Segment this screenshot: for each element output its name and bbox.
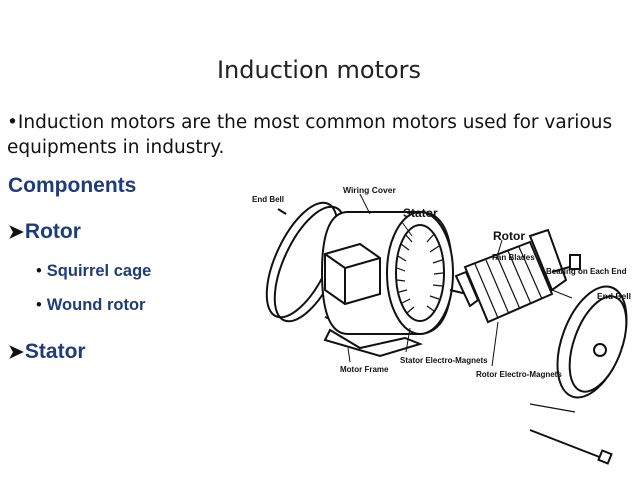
rotor-subitem: •Wound rotor bbox=[36, 296, 145, 315]
arrow-bullet-icon: ➤ bbox=[8, 222, 24, 243]
rotor-label: Rotor bbox=[24, 220, 81, 243]
intro-paragraph: •Induction motors are the most common mo… bbox=[7, 112, 613, 158]
wound-rotor-label: Wound rotor bbox=[46, 296, 146, 314]
bullet-icon: • bbox=[36, 262, 42, 280]
rotor-diagram-label: Rotor bbox=[493, 229, 525, 243]
bearing-label: Bearing on Each End bbox=[546, 267, 627, 276]
end-bell-left-label: End Bell bbox=[252, 195, 284, 204]
rotor-subitem: •Squirrel cage bbox=[36, 262, 151, 281]
rotor-part bbox=[449, 228, 581, 324]
motor-exploded-diagram: End Bell Wiring Cover Stator Rotor Fan B… bbox=[252, 185, 631, 465]
motor-frame-label: Motor Frame bbox=[340, 365, 389, 374]
stator-item: ➤Stator bbox=[8, 340, 86, 364]
stator-magnets-label: Stator Electro-Magnets bbox=[400, 356, 488, 365]
fan-blades-label: Fan Blades bbox=[492, 253, 535, 262]
leader-lines bbox=[347, 193, 573, 367]
rotor-item: ➤Rotor bbox=[8, 220, 81, 244]
components-heading: Components bbox=[8, 174, 137, 197]
rotor-magnets-label: Rotor Electro-Magnets bbox=[476, 370, 562, 379]
stator-label: Stator bbox=[24, 340, 86, 363]
end-bell-right-label: End Bell bbox=[597, 291, 631, 301]
squirrel-cage-label: Squirrel cage bbox=[46, 262, 152, 280]
arrow-bullet-icon: ➤ bbox=[8, 342, 24, 363]
end-bell-right-part bbox=[529, 285, 628, 413]
slide-title: Induction motors bbox=[216, 56, 422, 84]
wiring-cover-label: Wiring Cover bbox=[343, 185, 397, 195]
stator-diagram-label: Stator bbox=[403, 206, 438, 220]
bullet-icon: • bbox=[36, 296, 42, 314]
bolt-part bbox=[529, 429, 613, 465]
stator-part bbox=[320, 211, 454, 358]
